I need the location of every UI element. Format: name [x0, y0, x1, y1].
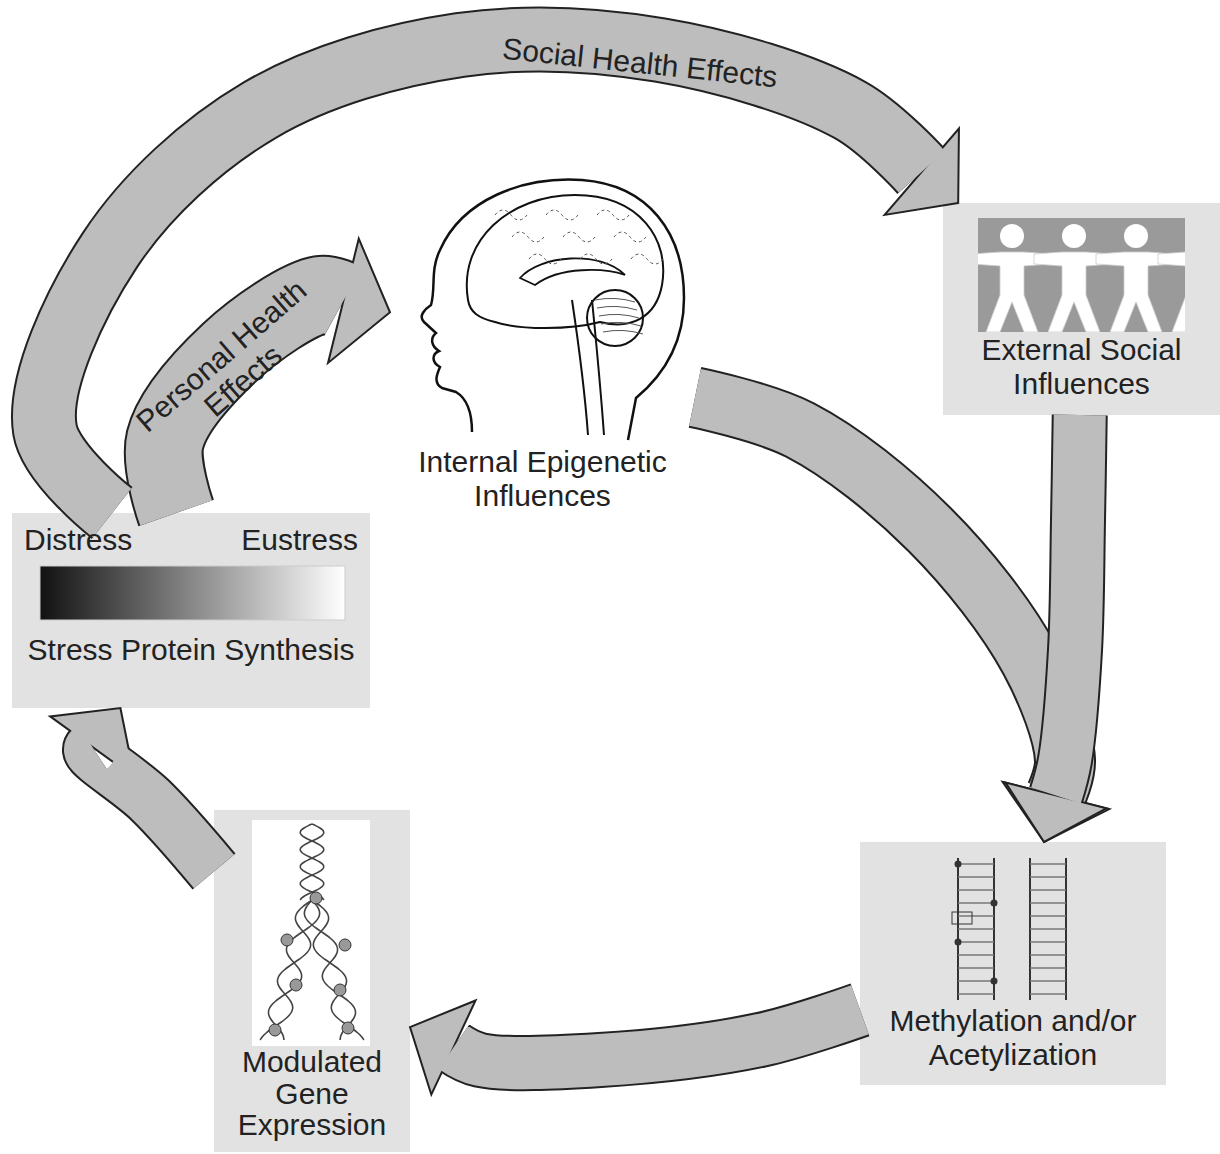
- dna-rung: [958, 863, 994, 865]
- dna-helix: [260, 824, 364, 1040]
- brain-fold: [546, 210, 578, 220]
- arrow-outline: [453, 1010, 860, 1063]
- arrow-outline: [44, 39, 922, 513]
- methyl-mark: [955, 939, 962, 946]
- dna-rung: [958, 980, 994, 982]
- methyl-mark: [991, 978, 998, 985]
- arrow-body: [90, 747, 214, 872]
- dna-rung: [958, 967, 994, 969]
- dna-rung: [1030, 928, 1066, 930]
- dna-rung: [958, 902, 994, 904]
- node-label: Distress: [24, 523, 191, 557]
- dna-strand: [260, 900, 312, 1040]
- block-arrow: [50, 708, 214, 872]
- cerebellum-folds: [595, 298, 643, 334]
- brainstem: [572, 300, 604, 435]
- dna-strand: [312, 900, 364, 1040]
- arrow-body: [695, 397, 1065, 795]
- stress-gradient-bar: [40, 566, 345, 620]
- paper-person-head: [1062, 224, 1086, 248]
- node-label: Stress Protein Synthesis: [24, 633, 358, 667]
- dna-rung: [958, 941, 994, 943]
- methyl-mark: [991, 900, 998, 907]
- arrow-body: [1056, 415, 1080, 795]
- nucleosome: [334, 984, 346, 996]
- head-brain-illustration: [422, 180, 684, 440]
- dna-rung: [958, 889, 994, 891]
- head-profile: [422, 180, 684, 440]
- nucleosome: [342, 1022, 354, 1034]
- dna-image-ground: [252, 820, 370, 1046]
- cerebellum-fold: [597, 306, 637, 310]
- brain-fold: [495, 210, 527, 220]
- brain-fold: [512, 232, 544, 242]
- dna-rung: [1030, 915, 1066, 917]
- node-label: Internal Epigenetic Influences: [394, 445, 691, 512]
- dna-rung: [1030, 980, 1066, 982]
- corpus-callosum: [520, 258, 625, 285]
- brain-folds: [495, 210, 663, 264]
- dna-rung: [1030, 967, 1066, 969]
- dna-rung: [958, 928, 994, 930]
- dna-rung: [1030, 902, 1066, 904]
- cerebellum-fold: [603, 330, 643, 334]
- dna-strand: [300, 824, 324, 900]
- paper-people: [978, 224, 1185, 332]
- node-label: Methylation and/or Acetylization: [866, 1004, 1160, 1071]
- dna-rung: [1030, 863, 1066, 865]
- dna-strand: [304, 900, 355, 1040]
- block-arrow: [695, 397, 1109, 842]
- brain-fold: [529, 254, 561, 264]
- arrow-outline: [695, 397, 1065, 795]
- image-box: Methylation and/or Acetylization: [860, 842, 1166, 1085]
- nucleosome: [290, 979, 302, 991]
- arrow-body: [453, 1010, 860, 1063]
- nucleosome: [339, 939, 351, 951]
- methyl-mark: [955, 861, 962, 868]
- cerebellum-fold: [599, 314, 639, 318]
- dna-rung: [1030, 954, 1066, 956]
- paper-person-head: [1124, 224, 1148, 248]
- brain-fold: [580, 254, 612, 264]
- cerebellum-fold: [595, 298, 635, 302]
- nucleosome: [281, 934, 293, 946]
- dna-rung: [958, 954, 994, 956]
- nucleosome: [310, 892, 322, 904]
- dna-strand: [268, 900, 319, 1040]
- arrow-body: [44, 39, 922, 513]
- nucleosome: [269, 1024, 281, 1036]
- dna-rung: [1030, 889, 1066, 891]
- dna-rung: [1030, 993, 1066, 995]
- cerebrum: [467, 195, 664, 328]
- arrow-outline: [1056, 415, 1080, 795]
- dna-rung: [958, 915, 994, 917]
- block-arrow: [410, 1000, 860, 1094]
- block-arrow: [44, 39, 959, 513]
- dna-rung: [1030, 941, 1066, 943]
- paper-person-head: [1000, 224, 1024, 248]
- brain-fold: [631, 254, 663, 264]
- dna-rung: [958, 876, 994, 878]
- dna-rung: [958, 993, 994, 995]
- paper-person-body: [1158, 252, 1185, 332]
- node-label: Modulated Gene Expression: [218, 1046, 406, 1141]
- brain-fold: [597, 210, 629, 220]
- block-arrow: [1006, 415, 1107, 842]
- brain-fold: [563, 232, 595, 242]
- arrow-outline: [90, 747, 214, 872]
- brain-fold: [614, 232, 646, 242]
- node-label: External Social Influences: [951, 333, 1212, 400]
- node-label: Eustress: [191, 523, 358, 557]
- dna-rung: [1030, 876, 1066, 878]
- cerebellum-fold: [601, 322, 641, 326]
- dna-strand: [300, 824, 324, 900]
